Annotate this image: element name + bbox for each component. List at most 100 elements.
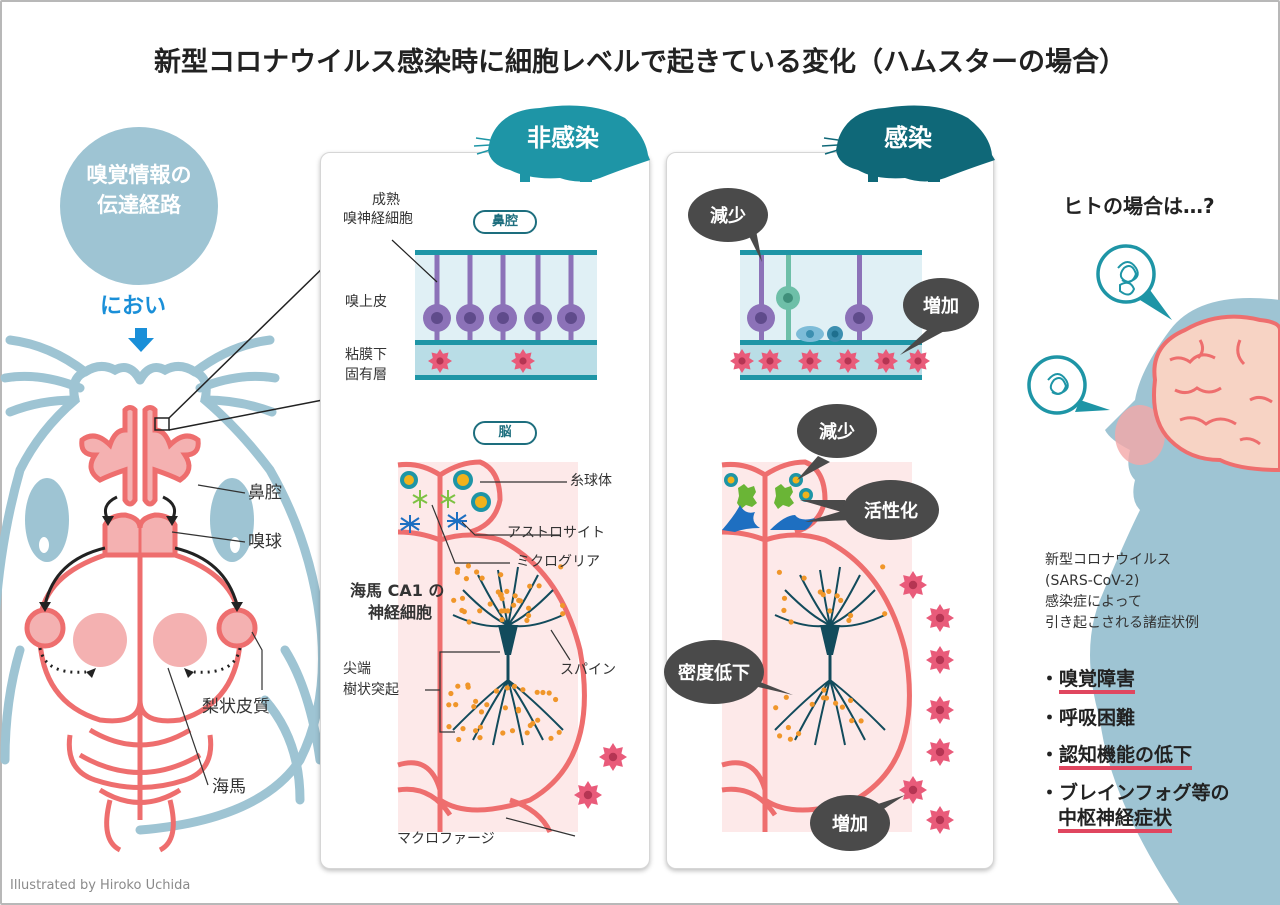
microglia-uninfected — [412, 490, 456, 508]
hippocampus-left — [73, 613, 127, 667]
dendritic-spine — [858, 718, 864, 724]
eye-left — [25, 478, 69, 562]
dendritic-spine — [526, 612, 532, 619]
dendritic-spine — [882, 611, 888, 617]
desc-line-3: 感染症によって — [1045, 594, 1142, 610]
dendritic-spine — [461, 609, 467, 615]
dendritic-spine — [796, 731, 802, 737]
dendritic-spine — [484, 702, 490, 708]
badge-uninfected: 非感染 — [527, 124, 599, 152]
olfactory-neuron — [500, 255, 506, 340]
dendritic-spine — [448, 690, 454, 697]
nose-inflammation — [1115, 405, 1165, 465]
desc-line-4: 引き起こされる諸症状例 — [1045, 615, 1199, 631]
label-mature-neuron-1: 成熟 — [372, 192, 400, 208]
human-brain — [1152, 314, 1280, 473]
pathway-circle — [60, 127, 218, 285]
dendritic-spine — [515, 708, 522, 714]
dendritic-spine — [451, 597, 457, 603]
desc-line-1: 新型コロナウイルス — [1045, 552, 1171, 568]
dendritic-spine — [839, 704, 846, 710]
dendritic-spine — [500, 730, 506, 736]
tangled-thought-icon — [1047, 261, 1139, 396]
symptom-item: ・認知機能の低下 — [1040, 740, 1193, 770]
smell-label: におい — [100, 294, 167, 319]
badge-infected: 感染 — [884, 124, 932, 152]
page-title: 新型コロナウイルス感染時に細胞レベルで起きている変化（ハムスターの場合） — [154, 47, 1126, 78]
label-microglia: ミクログリア — [516, 554, 600, 570]
macrophages-infected — [899, 571, 954, 834]
label-mature-neuron-2: 嗅神経細胞 — [343, 211, 413, 227]
dendritic-spine — [499, 596, 505, 602]
brain-shape — [37, 552, 243, 853]
dendritic-spine — [459, 595, 466, 601]
label-piriform-cortex: 梨状皮質 — [202, 697, 270, 717]
dendritic-spine — [527, 583, 533, 589]
hamster-badge-uninfected — [488, 105, 650, 182]
dendritic-spine — [493, 688, 499, 694]
dendritic-spine — [548, 735, 554, 741]
astrocytes-uninfected — [400, 512, 467, 533]
dendritic-spine — [460, 726, 466, 732]
dendritic-spine — [848, 697, 854, 704]
astrocytes-activated — [722, 505, 815, 532]
symptom-text: ブレインフォグ等の — [1059, 782, 1230, 804]
dendritic-spine — [478, 709, 485, 715]
symptom-text: 中枢神経症状 — [1058, 807, 1173, 833]
dendritic-spine — [465, 563, 471, 569]
dendritic-spine — [520, 687, 526, 693]
macrophages-lamina-infected — [730, 349, 930, 373]
dendritic-spine — [502, 705, 508, 711]
dendritic-spine — [499, 617, 505, 623]
dendritic-spine — [526, 605, 532, 611]
label-glomerulus: 糸球体 — [570, 473, 612, 489]
callout-density-drop: 密度低下 — [664, 640, 764, 704]
dendritic-spine — [455, 566, 461, 573]
dendritic-spine — [781, 607, 787, 614]
dendritic-spine — [510, 602, 517, 608]
label-apical-1: 尖端 — [343, 661, 371, 677]
zoom-box — [154, 417, 170, 431]
bullet: ・ — [1040, 744, 1060, 766]
speech-bubbles — [1027, 244, 1156, 415]
nasal-cavity-shape — [79, 405, 201, 507]
dendritic-spine — [504, 685, 510, 691]
dendritic-spine — [534, 689, 540, 695]
dendritic-spine — [809, 701, 815, 707]
label-olfactory-bulb: 嗅球 — [248, 532, 282, 552]
dendritic-spine — [546, 690, 552, 696]
dendritic-spine — [776, 569, 783, 575]
eye-right — [210, 478, 254, 562]
symptom-item: 中枢神経症状 — [1058, 803, 1173, 833]
dendritic-spine — [880, 564, 886, 570]
callout-decrease-neurons: 減少 — [688, 188, 768, 242]
dendritic-spine — [821, 687, 827, 693]
pathway-label-line2: 伝達経路 — [97, 193, 181, 217]
ca1-neuron-uninfected — [446, 563, 566, 746]
olfactory-neuron — [467, 255, 473, 340]
dendritic-spine — [783, 694, 789, 700]
dendritic-spine — [833, 700, 839, 706]
dendritic-spine — [827, 608, 833, 614]
bullet: ・ — [1040, 707, 1060, 729]
dendritic-spine — [504, 588, 510, 595]
dendritic-spine — [838, 597, 844, 604]
dendritic-spine — [463, 576, 469, 582]
human-question: ヒトの場合は…? — [1063, 194, 1215, 218]
symptom-text: 呼吸困難 — [1059, 707, 1136, 729]
ca1-neuron-infected — [773, 564, 888, 746]
macrophages-uninfected — [574, 743, 627, 809]
label-spine: スパイン — [560, 662, 616, 678]
microglia-activated — [737, 484, 794, 509]
arrow-down-icon — [135, 328, 147, 338]
glomeruli-uninfected — [400, 470, 491, 512]
dendritic-spine — [524, 617, 530, 624]
bullet: ・ — [1040, 782, 1060, 804]
dendritic-spine — [781, 595, 788, 601]
dendritic-spine — [773, 705, 779, 711]
dendritic-spine — [558, 564, 564, 570]
symptom-item: ・呼吸困難 — [1040, 703, 1135, 730]
label-ca1-2: 神経細胞 — [368, 603, 433, 622]
hamster-badge-infected — [836, 105, 995, 182]
